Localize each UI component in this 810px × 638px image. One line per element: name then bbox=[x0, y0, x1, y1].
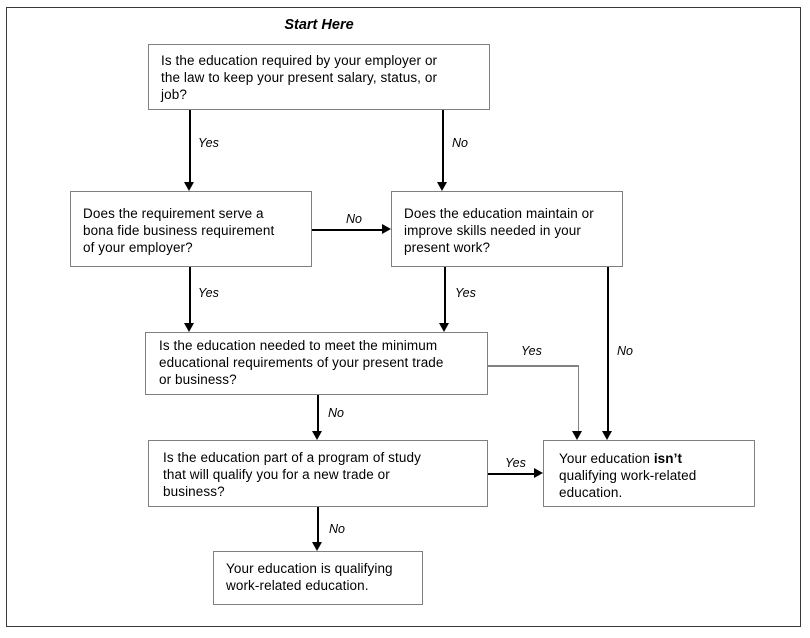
edge-q4-no-arrowhead bbox=[312, 431, 322, 440]
result-not-text-suffix: qualifying work-related education. bbox=[559, 468, 697, 500]
edge-q5-no-line bbox=[317, 507, 319, 543]
edge-q2-no-line bbox=[312, 229, 382, 231]
node-q1-education-required: Is the education required by your employ… bbox=[148, 44, 490, 110]
edge-q3-no-arrowhead bbox=[602, 431, 612, 440]
edge-q2-yes-line bbox=[189, 267, 191, 324]
edge-q2-no-arrowhead bbox=[382, 224, 391, 234]
node-q5-new-trade-program: Is the education part of a program of st… bbox=[148, 440, 488, 507]
edge-q3-yes-line bbox=[444, 267, 446, 324]
edge-q4-yes-line-vertical bbox=[577, 365, 579, 432]
edge-q5-yes-arrowhead bbox=[534, 468, 543, 478]
edge-q5-no-arrowhead bbox=[312, 542, 322, 551]
node-result-qualifying: Your education is qualifying work-relate… bbox=[213, 551, 423, 605]
result-not-text-bold: isn’t bbox=[653, 451, 683, 466]
edge-label-q3-no: No bbox=[617, 344, 633, 358]
edge-label-q4-no: No bbox=[328, 406, 344, 420]
edge-label-q5-yes: Yes bbox=[505, 456, 526, 470]
edge-label-q2-yes: Yes bbox=[198, 286, 219, 300]
edge-label-q4-yes: Yes bbox=[521, 344, 542, 358]
edge-label-q2-no: No bbox=[346, 212, 362, 226]
edge-q1-yes-line bbox=[189, 110, 191, 183]
edge-label-q5-no: No bbox=[329, 522, 345, 536]
edge-q4-no-line bbox=[317, 395, 319, 432]
edge-q2-yes-arrowhead bbox=[184, 323, 194, 332]
edge-q5-yes-line bbox=[488, 473, 534, 475]
node-q3-maintain-improve-skills: Does the education maintain or improve s… bbox=[391, 191, 623, 267]
edge-q1-no-arrowhead bbox=[437, 182, 447, 191]
edge-label-q1-yes: Yes bbox=[198, 136, 219, 150]
node-q2-bona-fide-requirement: Does the requirement serve a bona fide b… bbox=[70, 191, 312, 267]
node-result-not-qualifying: Your education isn’t qualifying work-rel… bbox=[543, 440, 755, 507]
node-q4-minimum-requirements: Is the education needed to meet the mini… bbox=[145, 332, 488, 395]
edge-q1-no-line bbox=[442, 110, 444, 183]
edge-q3-yes-arrowhead bbox=[439, 323, 449, 332]
edge-q3-no-line bbox=[607, 267, 609, 432]
edge-q4-yes-line-horizontal bbox=[488, 365, 579, 367]
flowchart-border bbox=[6, 7, 801, 627]
result-not-text-prefix: Your education bbox=[559, 451, 654, 466]
edge-q1-yes-arrowhead bbox=[184, 182, 194, 191]
start-here-title: Start Here bbox=[284, 17, 354, 33]
edge-q4-yes-arrowhead bbox=[572, 431, 582, 440]
edge-label-q1-no: No bbox=[452, 136, 468, 150]
edge-label-q3-yes: Yes bbox=[455, 286, 476, 300]
